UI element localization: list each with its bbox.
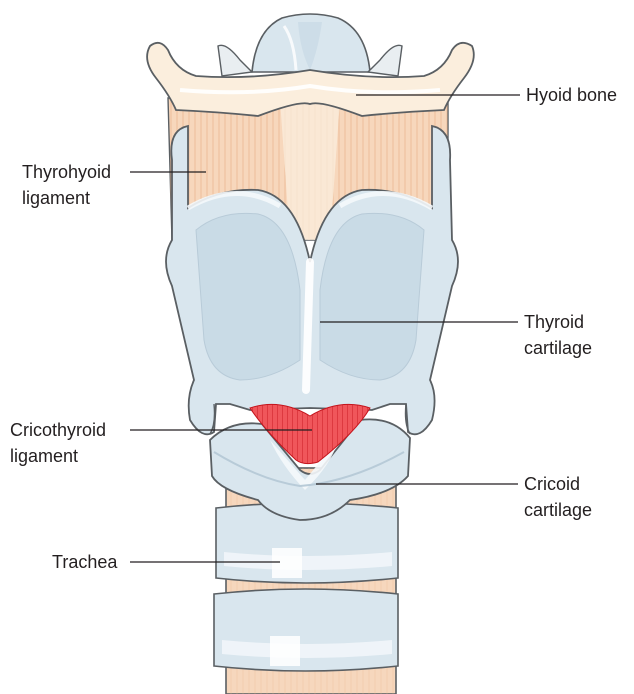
label-thyroid-cartilage: Thyroid cartilage [524, 309, 592, 361]
hyoid-lesser-horn-left [218, 45, 252, 76]
label-thyrohyoid-ligament: Thyrohyoid ligament [22, 159, 111, 211]
label-cricothyroid-ligament: Cricothyroid ligament [10, 417, 106, 469]
hyoid-lesser-horn-right [368, 45, 402, 76]
tracheal-ring-2 [214, 589, 398, 671]
label-trachea: Trachea [52, 549, 117, 575]
label-hyoid-bone: Hyoid bone [526, 82, 617, 108]
epiglottis [252, 14, 370, 72]
label-cricoid-cartilage: Cricoid cartilage [524, 471, 592, 523]
